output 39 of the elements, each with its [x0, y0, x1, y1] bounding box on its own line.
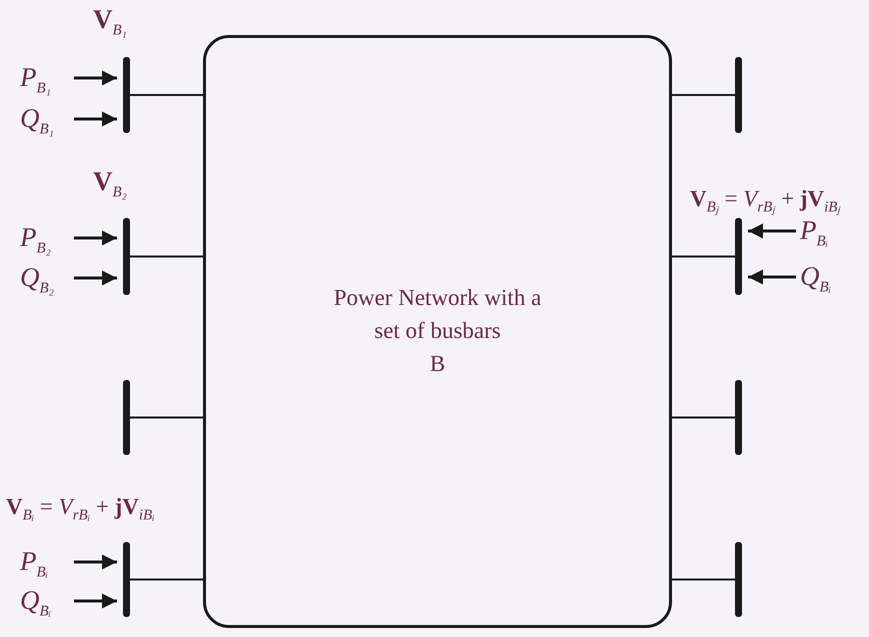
- arrow: [74, 112, 117, 126]
- arrow: [74, 554, 117, 570]
- arrow: [74, 230, 117, 246]
- connector-line: [130, 94, 203, 96]
- arrow: [74, 270, 117, 286]
- busbar: [123, 542, 130, 617]
- busbar: [123, 57, 130, 133]
- arrow: [74, 70, 117, 86]
- voltage-label: V$_{Bᵢ}$ = V$_{rBᵢ}$ + jV$_{iBᵢ}$: [6, 493, 155, 526]
- connector-line: [130, 416, 203, 418]
- network-box: [203, 35, 672, 628]
- reactive-power-label: Q$_{B₁}$: [20, 103, 70, 135]
- reactive-power-label: Q$_{B₂}$: [20, 262, 70, 294]
- busbar: [735, 57, 742, 133]
- power-label: P$_{B₁}$: [20, 62, 70, 94]
- connector-line: [672, 256, 735, 258]
- connector-line: [130, 256, 203, 258]
- busbar: [735, 218, 742, 295]
- power-label: P$_{B₂}$: [20, 222, 70, 254]
- voltage-label: V$_{Bⱼ}$ = V$_{rBⱼ}$ + jV$_{iBⱼ}$: [690, 185, 840, 218]
- arrow: [74, 594, 117, 608]
- power-label: P$_{Bᵢ}$: [20, 546, 70, 578]
- busbar: [123, 380, 130, 455]
- connector-line: [130, 578, 203, 580]
- voltage-label: V$_{B₂}$: [93, 166, 127, 202]
- power-label: P$_{Bᵢ}$: [800, 215, 855, 247]
- reactive-power-label: Q$_{Bᵢ}$: [20, 585, 70, 617]
- box-title: Power Network with a set of busbars: [332, 284, 542, 345]
- arrow: [748, 224, 796, 238]
- connector-line: [672, 416, 735, 418]
- arrow: [748, 270, 796, 284]
- set-symbol: B: [428, 350, 446, 378]
- reactive-power-label: Q$_{Bᵢ}$: [800, 261, 855, 293]
- connector-line: [672, 578, 735, 580]
- busbar: [123, 218, 130, 295]
- connector-line: [672, 94, 735, 96]
- busbar: [735, 380, 742, 455]
- voltage-label: V$_{B₁}$: [93, 4, 127, 40]
- busbar: [735, 542, 742, 617]
